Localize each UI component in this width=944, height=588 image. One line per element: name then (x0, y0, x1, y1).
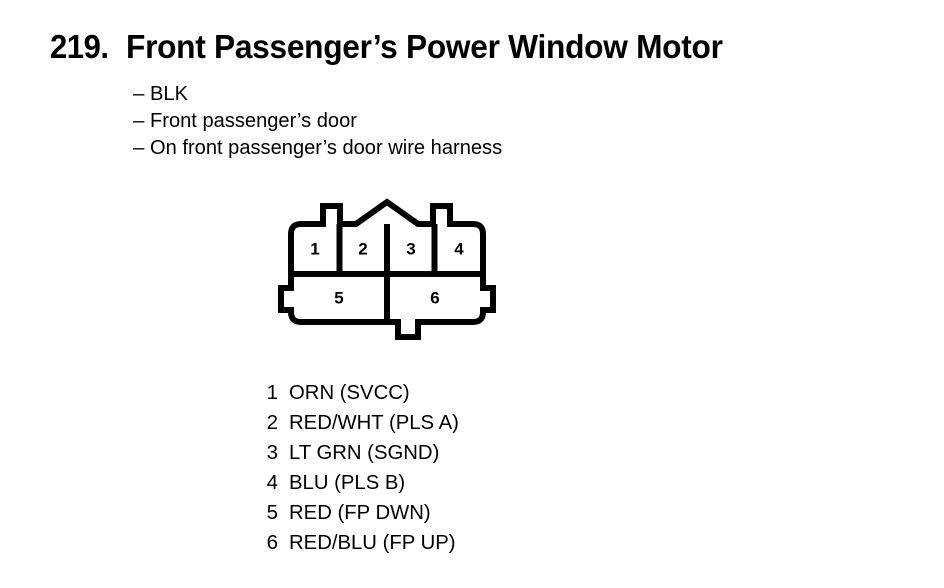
legend-pin-number: 5 (266, 501, 278, 524)
legend-row: 3 LT GRN (SGND) (258, 441, 461, 471)
legend-pin-number: 3 (266, 441, 278, 464)
spec-item-color: – BLK (133, 80, 753, 107)
legend-row: 1 ORN (SVCC) (258, 381, 461, 411)
legend-pin-number: 2 (266, 411, 278, 434)
dash-marker: – (133, 109, 145, 132)
pin-number-1: 1 (310, 239, 319, 258)
legend-pin-number: 6 (266, 531, 278, 554)
spec-item-harness: – On front passenger’s door wire harness (133, 134, 753, 161)
pin-legend-list: 1 ORN (SVCC) 2 RED/WHT (PLS A) 3 LT GRN … (258, 381, 461, 561)
title-item-number: 219. (50, 28, 109, 65)
spec-item-location: – Front passenger’s door (133, 107, 753, 134)
pin-number-6: 6 (430, 288, 439, 307)
pin-number-3: 3 (406, 239, 415, 258)
connector-body-outline (278, 198, 496, 340)
legend-pin-label: BLU (PLS B) (289, 471, 406, 494)
page-title: 219. Front Passenger’s Power Window Moto… (50, 28, 748, 66)
pin-number-4: 4 (454, 239, 464, 258)
legend-pin-label: RED (FP DWN) (289, 501, 431, 524)
legend-row: 5 RED (FP DWN) (258, 501, 461, 531)
dash-marker: – (133, 136, 145, 159)
spec-item-label: On front passenger’s door wire harness (150, 136, 503, 159)
legend-row: 2 RED/WHT (PLS A) (258, 411, 461, 441)
spec-item-label: BLK (150, 82, 188, 105)
dash-marker: – (133, 82, 145, 105)
legend-pin-label: RED/BLU (FP UP) (289, 531, 456, 554)
pin-number-5: 5 (334, 288, 343, 307)
legend-pin-label: LT GRN (SGND) (289, 441, 440, 464)
legend-pin-label: ORN (SVCC) (289, 381, 410, 404)
legend-pin-label: RED/WHT (PLS A) (289, 411, 459, 434)
legend-row: 4 BLU (PLS B) (258, 471, 461, 501)
pin-number-2: 2 (358, 239, 367, 258)
connector-diagram: 1 2 3 4 5 6 (250, 190, 520, 350)
spec-list: – BLK – Front passenger’s door – On fron… (133, 80, 753, 161)
connector-svg: 1 2 3 4 5 6 (278, 198, 496, 340)
legend-pin-number: 1 (266, 381, 278, 404)
title-heading-text: Front Passenger’s Power Window Motor (126, 28, 723, 65)
legend-row: 6 RED/BLU (FP UP) (258, 531, 461, 561)
spec-item-label: Front passenger’s door (150, 109, 357, 132)
legend-pin-number: 4 (266, 471, 278, 494)
